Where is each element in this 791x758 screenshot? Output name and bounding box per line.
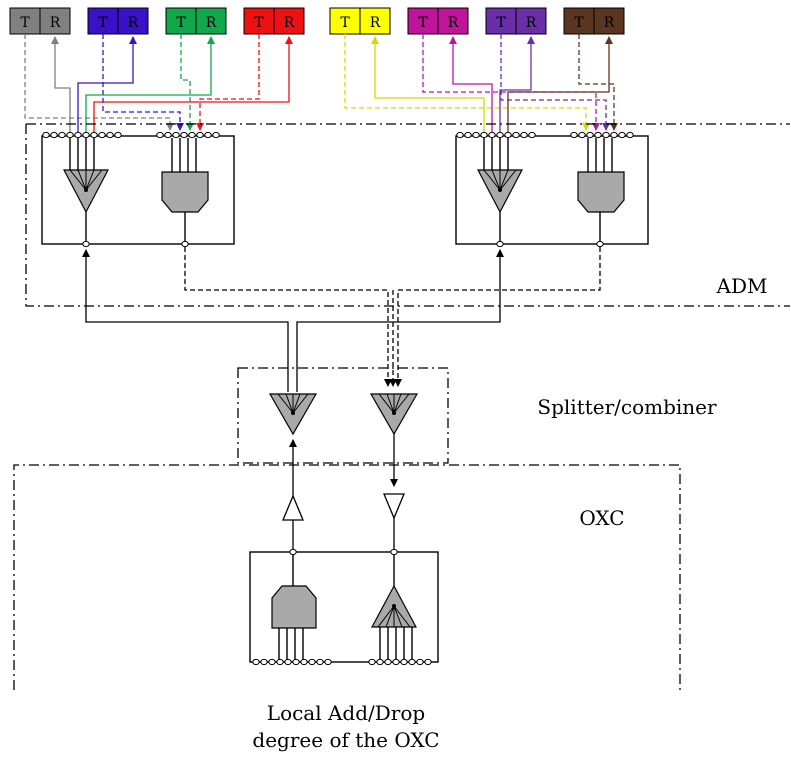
transceiver-red: T R (243, 7, 305, 35)
transceiver-gray: T R (9, 7, 71, 35)
link-left-adm-rx (82, 249, 289, 392)
rx-line-gray (51, 36, 71, 135)
local-add-drop-label: Local Add/Drop (267, 701, 425, 725)
wss-combiner-icon (161, 138, 209, 241)
splitter-combiner-label: Splitter/combiner (537, 395, 717, 419)
tx-line-brown (578, 34, 618, 131)
receiver-label: R (604, 15, 615, 31)
receiver-label: R (128, 15, 139, 31)
rx-line-blue (77, 36, 137, 135)
oxc-region-boundary (13, 464, 681, 690)
oxc-label: OXC (579, 506, 624, 530)
adm-node-left (41, 131, 235, 248)
wss-combiner-icon (577, 138, 625, 241)
transmitter-label: T (574, 15, 584, 31)
receiver-label: R (526, 15, 537, 31)
transceiver-green: T R (165, 7, 227, 35)
transceiver-purple: T R (485, 7, 547, 35)
tx-line-gray (24, 34, 174, 131)
tx-line-blue (102, 34, 184, 131)
receiver-label: R (448, 15, 459, 31)
combiner-icon (369, 393, 419, 436)
adm-label: ADM (716, 274, 768, 298)
transmitter-label: T (254, 15, 264, 31)
demux-splitter-icon (477, 138, 523, 241)
local-add-drop-node (249, 548, 439, 666)
transceiver-magenta: T R (407, 7, 469, 35)
rx-line-brown (507, 36, 613, 135)
receiver-label: R (284, 15, 295, 31)
receiver-label: R (206, 15, 217, 31)
transceiver-yellow: T R (329, 7, 391, 35)
booster-amplifier-icon (282, 494, 304, 521)
demux-splitter-icon (63, 138, 109, 241)
rx-line-purple (499, 36, 535, 135)
wss-add-icon (271, 555, 317, 661)
tx-line-purple (500, 34, 610, 131)
rx-line-yellow (371, 36, 485, 135)
tx-line-green (180, 34, 194, 131)
transmitter-label: T (20, 15, 30, 31)
splitter-drop-icon (370, 555, 418, 661)
tx-line-magenta (422, 34, 600, 131)
transceiver-brown: T R (563, 7, 625, 35)
tx-line-red (196, 34, 260, 131)
link-right-adm-tx (394, 247, 601, 387)
preamplifier-icon (383, 493, 405, 520)
splitter-icon (268, 393, 318, 436)
transceiver-group: T R T R T R T R T R (9, 7, 625, 35)
adm-region-boundary (25, 123, 790, 307)
oxc-degree-label: degree of the OXC (252, 728, 439, 752)
transceiver-blue: T R (87, 7, 149, 35)
transmitter-label: T (496, 15, 506, 31)
transmitter-label: T (418, 15, 428, 31)
rx-line-magenta (449, 36, 493, 135)
fiber-connections (24, 34, 618, 135)
transmitter-label: T (176, 15, 186, 31)
transmitter-label: T (340, 15, 350, 31)
adm-to-splitter-links (82, 247, 601, 392)
rx-line-red (93, 36, 293, 135)
adm-node-right (455, 131, 649, 248)
link-left-adm-tx (184, 247, 392, 387)
splitter-region-boundary (237, 367, 449, 464)
receiver-label: R (370, 15, 381, 31)
rx-line-green (85, 36, 215, 135)
transmitter-label: T (98, 15, 108, 31)
receiver-label: R (50, 15, 61, 31)
tx-line-yellow (344, 34, 590, 131)
